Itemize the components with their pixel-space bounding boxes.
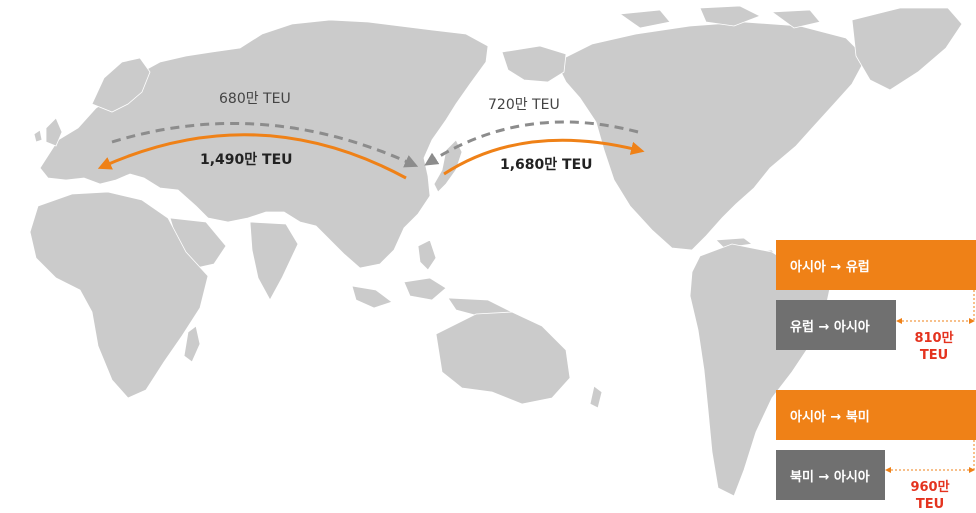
legend-asia-namerica: 아시아 → 북미 <box>776 390 976 440</box>
gap-namerica-unit: TEU <box>915 497 945 512</box>
madagascar <box>183 325 201 363</box>
flow-label-europe-asia: 680만 TEU <box>219 91 291 107</box>
legend-namerica-asia: 북미 → 아시아 <box>776 450 885 500</box>
india <box>249 221 299 301</box>
north-america <box>555 21 867 251</box>
flow-arrow-europe-asia <box>111 121 419 168</box>
gap-label-europe: 810만 TEU <box>904 330 964 364</box>
flow-arrow-asia-europe <box>97 133 407 180</box>
flow-label-asia-namerica: 1,680만 TEU <box>500 157 593 173</box>
legend-asia-europe-label: 아시아 → 유럽 <box>790 259 870 275</box>
greenland <box>851 7 963 91</box>
flow-label-namerica-asia: 720만 TEU <box>488 97 560 113</box>
legend-europe-asia-label: 유럽 → 아시아 <box>790 319 870 335</box>
sea-islands <box>351 239 514 319</box>
japan <box>433 139 463 193</box>
arctic-islands <box>618 5 821 29</box>
legend-europe-asia: 유럽 → 아시아 <box>776 300 896 350</box>
legend-namerica-asia-label: 북미 → 아시아 <box>790 469 870 485</box>
gap-label-namerica: 960만 TEU <box>900 479 960 513</box>
scandinavia <box>91 57 151 113</box>
flow-arrow-namerica-asia <box>424 120 639 166</box>
flow-label-asia-europe: 1,490만 TEU <box>200 152 293 168</box>
gap-europe-value: 810만 <box>914 331 954 346</box>
new-zealand <box>589 385 603 409</box>
africa <box>29 191 209 399</box>
british-isles <box>33 117 63 147</box>
gap-europe-unit: TEU <box>919 348 949 363</box>
alaska <box>501 45 567 83</box>
eurasia-landmass <box>39 19 489 269</box>
legend-asia-europe: 아시아 → 유럽 <box>776 240 976 290</box>
flow-arrow-asia-namerica <box>443 138 645 176</box>
legend-asia-namerica-label: 아시아 → 북미 <box>790 409 870 425</box>
australia <box>435 311 571 405</box>
gap-namerica-value: 960만 <box>910 480 950 495</box>
